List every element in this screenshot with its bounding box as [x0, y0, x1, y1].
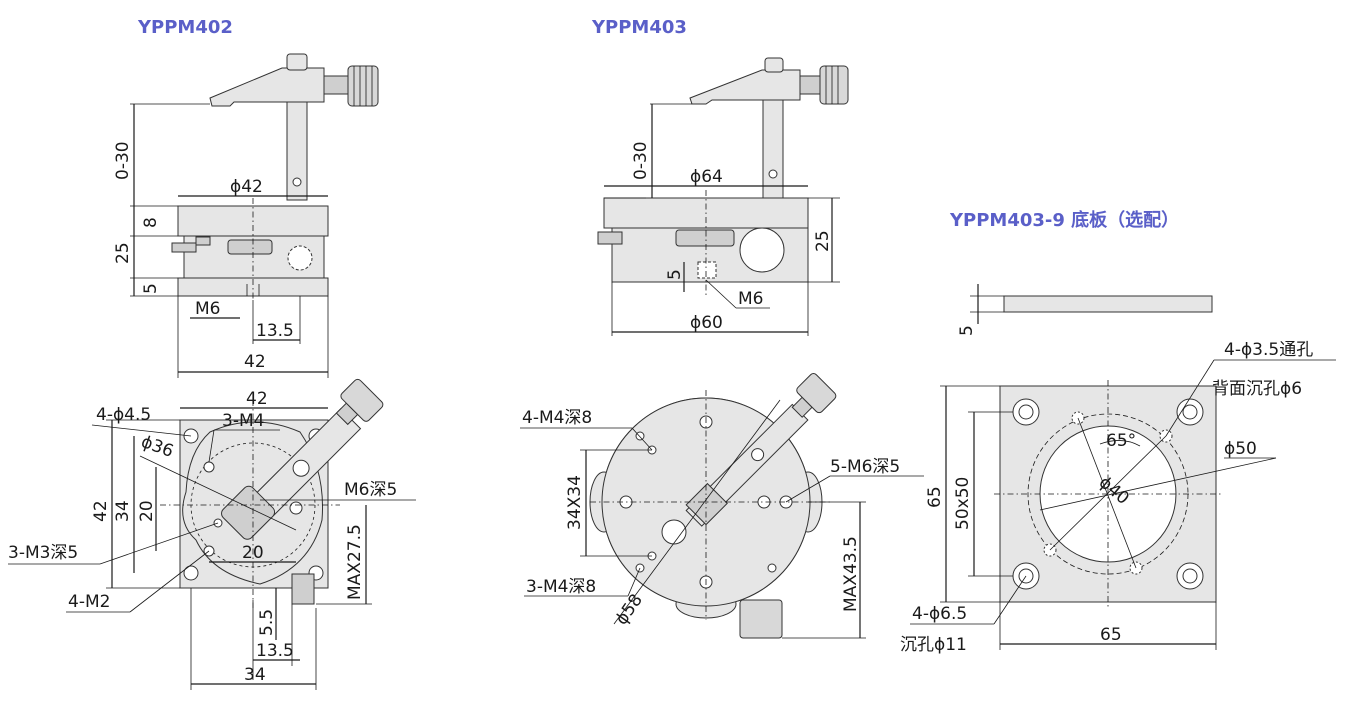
- m403t-34x34: 34X34: [565, 475, 585, 530]
- m402-top-dia: ϕ42: [230, 177, 263, 197]
- m403-range: 0-30: [631, 141, 651, 180]
- m403-top-dia: ϕ64: [690, 167, 723, 187]
- m402t-h34: 34: [113, 500, 133, 522]
- m402-h25: 25: [113, 242, 133, 264]
- m402t-max: MAX27.5: [345, 524, 365, 600]
- m403-thread: M6: [738, 289, 763, 309]
- m402-range: 0-30: [113, 141, 133, 180]
- m402-width42: 42: [244, 352, 266, 372]
- m402t-w34: 34: [244, 665, 266, 685]
- m402-thread: M6: [195, 299, 220, 319]
- base-h5: 5: [957, 325, 977, 336]
- base-dia50: ϕ50: [1224, 439, 1257, 459]
- m402-off13-5: 13.5: [256, 321, 294, 341]
- yppm403-side-view: 0-30 ϕ64 25 5 M6 ϕ60: [597, 57, 849, 336]
- m402t-h13-5: 13.5: [256, 641, 294, 661]
- m402t-v5-5: 5.5: [257, 609, 277, 636]
- m403-bottom-dia: ϕ60: [690, 313, 723, 333]
- base-w65: 65: [1100, 625, 1122, 645]
- m402t-m6: M6深5: [344, 480, 397, 500]
- m403t-m4-8: 4-M4深8: [522, 408, 592, 428]
- m402t-h42: 42: [91, 500, 111, 522]
- base-angle: 65°: [1106, 431, 1136, 451]
- base-counter11: 沉孔ϕ11: [900, 635, 967, 655]
- m402t-width42: 42: [246, 389, 268, 409]
- base-h65: 65: [925, 486, 945, 508]
- m402t-m2: 4-M2: [68, 592, 110, 612]
- m402t-holes: 4-ϕ4.5: [96, 405, 151, 425]
- m403t-m6-5: 5-M6深5: [830, 457, 900, 477]
- m403t-max: MAX43.5: [841, 536, 861, 612]
- base-plate-top: 4-ϕ3.5通孔 背面沉孔ϕ6 ϕ50 65° ϕ40 65 50x50 4-ϕ…: [900, 340, 1336, 655]
- m403-h25: 25: [813, 230, 833, 252]
- m402t-w20: 20: [242, 543, 264, 563]
- yppm403-top-view: 4-M4深8 34X34 5-M6深5 3-M4深8 ϕ58 MAX43.5: [520, 373, 924, 639]
- base-counter-back: 背面沉孔ϕ6: [1212, 379, 1302, 399]
- m403t-m4-3: 3-M4深8: [526, 577, 596, 597]
- m402-h5: 5: [141, 283, 161, 294]
- m402t-m3: 3-M3深5: [8, 543, 78, 563]
- base-holes65: 4-ϕ6.5: [912, 604, 967, 624]
- yppm402-top-view: 42 4-ϕ4.5 3-M4 ϕ36 M6深5 42 34 20 20 3-M3…: [8, 378, 416, 690]
- base-through: 4-ϕ3.5通孔: [1224, 340, 1313, 360]
- title-yppm403: YPPM403: [591, 17, 687, 38]
- yppm402-side-view: 0-30 8 25 5 ϕ42 M6 13.5 42: [113, 53, 379, 378]
- title-yppm403-9: YPPM403-9 底板（选配）: [949, 209, 1179, 231]
- m402t-h20: 20: [137, 500, 157, 522]
- m403-h5: 5: [665, 269, 685, 280]
- m402t-3m4: 3-M4: [222, 411, 264, 431]
- base-50x50: 50x50: [953, 477, 973, 530]
- title-yppm402: YPPM402: [137, 17, 233, 38]
- m402-h8: 8: [141, 217, 161, 228]
- base-plate-side: 5: [957, 284, 1213, 336]
